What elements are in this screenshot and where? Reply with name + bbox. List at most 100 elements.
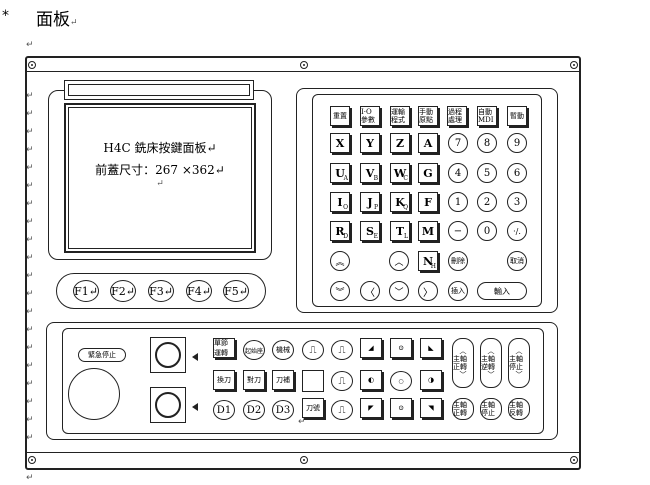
jog-button[interactable]: ⎍ bbox=[302, 340, 324, 360]
pause-button[interactable]: 暫動 bbox=[507, 106, 527, 126]
key-m[interactable]: M bbox=[418, 221, 438, 241]
screw-icon bbox=[570, 456, 578, 464]
f2-button[interactable]: F2↵ bbox=[110, 280, 136, 302]
mode-button-c[interactable]: ◣ bbox=[420, 338, 442, 358]
mode-button-b[interactable]: ⊙ bbox=[390, 338, 412, 358]
key-f[interactable]: F bbox=[418, 192, 438, 212]
chevron-up-icon: ︿ bbox=[459, 347, 467, 355]
reset-button[interactable]: 重置 bbox=[330, 106, 350, 126]
arrow-up-icon[interactable]: ︿ bbox=[389, 251, 409, 271]
chevron-down-icon: ﹀ bbox=[515, 371, 523, 379]
key-1[interactable]: 1 bbox=[448, 192, 468, 212]
screw-icon bbox=[28, 61, 36, 69]
panel-outline bbox=[25, 56, 581, 470]
spindle-cw-button[interactable]: 主軸 正轉 bbox=[452, 398, 474, 420]
f3-button[interactable]: F3↵ bbox=[148, 280, 174, 302]
lcd-line-1: H4C 銑床按鍵面板↵ bbox=[103, 141, 217, 155]
feed-override-knob[interactable] bbox=[150, 387, 186, 423]
lcd-line-2: 前蓋尺寸：267 ×362↵ bbox=[95, 163, 225, 177]
operator-panel-bezel bbox=[46, 322, 558, 440]
mode-button-e[interactable]: ○ bbox=[390, 371, 412, 391]
key-a[interactable]: A bbox=[418, 133, 438, 153]
key-0[interactable]: 0 bbox=[477, 221, 497, 241]
tool-change-button[interactable]: 換刀 bbox=[213, 370, 235, 390]
key-z[interactable]: Z bbox=[390, 133, 410, 153]
handwheel-button[interactable]: ⎍ bbox=[331, 371, 353, 391]
insert-button[interactable]: 插入 bbox=[448, 281, 468, 301]
screw-icon bbox=[300, 61, 308, 69]
d1-button[interactable]: D1 bbox=[213, 400, 235, 420]
start-point-button[interactable]: 起始座 bbox=[243, 340, 265, 360]
f1-button[interactable]: F1↵ bbox=[73, 280, 99, 302]
emergency-stop-button[interactable] bbox=[68, 368, 120, 420]
rapid-button[interactable]: ⎍ bbox=[331, 400, 353, 420]
lcd-line-3: ↵ bbox=[156, 179, 164, 189]
spindle-override-knob[interactable] bbox=[150, 337, 186, 373]
key-9[interactable]: 9 bbox=[507, 133, 527, 153]
single-block-button[interactable]: 單節 運轉 bbox=[213, 338, 235, 358]
keypad-panel bbox=[312, 94, 542, 307]
mode-button-i[interactable]: ◥ bbox=[420, 398, 442, 418]
f5-button[interactable]: F5↵ bbox=[223, 280, 249, 302]
delete-button[interactable]: 刪除 bbox=[448, 251, 468, 271]
auto-mdi-button[interactable]: 自動 MDI bbox=[477, 106, 497, 126]
f4-button[interactable]: F4↵ bbox=[186, 280, 212, 302]
mode-button-f[interactable]: ◑ bbox=[420, 370, 442, 390]
arrow-right-icon[interactable]: 〉 bbox=[418, 281, 438, 301]
key-8[interactable]: 8 bbox=[477, 133, 497, 153]
key-2[interactable]: 2 bbox=[477, 192, 497, 212]
return-mark: ↵ bbox=[298, 417, 306, 427]
mode-button-d[interactable]: ◐ bbox=[360, 370, 382, 390]
key-x[interactable]: X bbox=[330, 133, 350, 153]
tool-offset-button[interactable]: 刀補 bbox=[272, 370, 294, 390]
d3-button[interactable]: D3 bbox=[272, 400, 294, 420]
pointer-icon bbox=[192, 403, 198, 411]
machine-button[interactable]: 機械 bbox=[272, 340, 294, 360]
mode-button-a[interactable]: ◢ bbox=[360, 338, 382, 358]
arrow-down-icon[interactable]: ﹀ bbox=[389, 281, 409, 301]
key-4[interactable]: 4 bbox=[448, 163, 468, 183]
key-g[interactable]: G bbox=[418, 163, 438, 183]
io-param-button[interactable]: I·O 參數 bbox=[360, 106, 380, 126]
d2-button[interactable]: D2 bbox=[243, 400, 265, 420]
key-3[interactable]: 3 bbox=[507, 192, 527, 212]
incremental-button[interactable]: ⎍ bbox=[331, 340, 353, 360]
key-dot[interactable]: ·/. bbox=[507, 221, 527, 241]
key-y[interactable]: Y bbox=[360, 133, 380, 153]
function-key-bar bbox=[56, 273, 266, 309]
arrow-left-icon[interactable]: 〈 bbox=[360, 281, 380, 301]
spindle-ccw-button[interactable]: 主軸 反轉 bbox=[508, 398, 530, 420]
page-down-icon[interactable]: ︾ bbox=[330, 281, 350, 301]
chevron-down-icon: ﹀ bbox=[459, 371, 467, 379]
axis-rapid-button[interactable]: ︿主軸 逆轉﹀ bbox=[480, 338, 502, 388]
key-minus[interactable]: − bbox=[448, 221, 468, 241]
program-button[interactable]: 運輸 程式 bbox=[390, 106, 410, 126]
process-button[interactable]: 過程 處理 bbox=[447, 106, 467, 126]
spindle-stop-button[interactable]: 主軸 停止 bbox=[480, 398, 502, 420]
key-6[interactable]: 6 bbox=[507, 163, 527, 183]
cancel-button[interactable]: 取消 bbox=[507, 251, 527, 271]
mode-button-h[interactable]: ⊙ bbox=[390, 398, 412, 418]
key-7[interactable]: 7 bbox=[448, 133, 468, 153]
pointer-icon bbox=[192, 353, 198, 361]
home-button[interactable]: 手動 原點 bbox=[418, 106, 438, 126]
axis-minus-button[interactable]: ︿主軸 停止﹀ bbox=[508, 338, 530, 388]
page-up-icon[interactable]: ︽ bbox=[330, 251, 350, 271]
key-5[interactable]: 5 bbox=[477, 163, 497, 183]
tool-setting-button[interactable]: 對刀 bbox=[243, 370, 265, 390]
tool-number-button[interactable]: 刀號 bbox=[302, 398, 324, 418]
axis-plus-button[interactable]: ︿主軸 正轉﹀ bbox=[452, 338, 474, 388]
blank-key[interactable] bbox=[302, 370, 324, 392]
input-button[interactable]: 輸入 bbox=[477, 282, 527, 300]
mode-button-g[interactable]: ◤ bbox=[360, 398, 382, 418]
